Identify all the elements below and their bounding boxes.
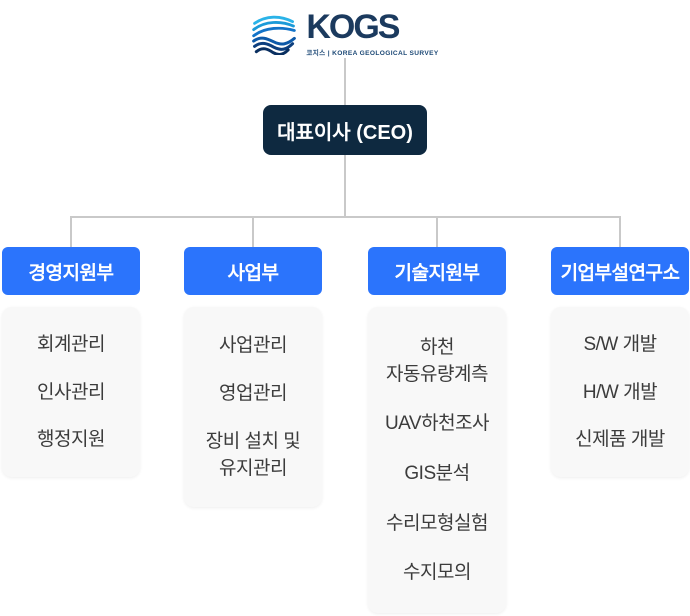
- dept-function-item: UAV하천조사: [384, 413, 490, 435]
- dept-column-business: 사업부 사업관리 영업관리 장비 설치 및 유지관리: [184, 247, 322, 507]
- dept-function-item: 사업관리: [219, 335, 287, 356]
- dept-function-item: 하천 자동유량계측: [386, 336, 488, 385]
- kogs-logo: KOGS 코지스 | KOREA GEOLOGICAL SURVEY: [0, 10, 690, 57]
- dept-function-item: GIS분석: [404, 462, 470, 484]
- connector-drop-3: [436, 216, 438, 247]
- wave-lines-logo-icon: [252, 15, 297, 55]
- dept-panel-technical-support: 하천 자동유량계측 UAV하천조사 GIS분석 수리모형실험 수지모의: [368, 307, 506, 613]
- connector-horizontal: [70, 216, 621, 218]
- connector-drop-2: [252, 216, 254, 247]
- dept-function-item: 수리모형실험: [386, 512, 488, 534]
- dept-panel-research-institute: S/W 개발 H/W 개발 신제품 개발: [551, 307, 689, 477]
- logo-text: KOGS 코지스 | KOREA GEOLOGICAL SURVEY: [306, 10, 438, 57]
- dept-function-item: H/W 개발: [582, 381, 658, 403]
- dept-function-item: 영업관리: [219, 383, 287, 404]
- connector-drop-4: [619, 216, 621, 247]
- dept-function-item: 행정지원: [37, 428, 105, 450]
- dept-function-item: 인사관리: [37, 381, 105, 403]
- ceo-node: 대표이사 (CEO): [263, 105, 427, 155]
- connector-ceo-trunk: [344, 155, 346, 217]
- dept-column-research-institute: 기업부설연구소 S/W 개발 H/W 개발 신제품 개발: [551, 247, 689, 477]
- dept-column-technical-support: 기술지원부 하천 자동유량계측 UAV하천조사 GIS분석 수리모형실험 수지모…: [368, 247, 506, 613]
- dept-function-item: 신제품 개발: [575, 428, 665, 450]
- dept-node-research-institute: 기업부설연구소: [551, 247, 689, 295]
- dept-function-item: S/W 개발: [583, 334, 657, 356]
- dept-panel-management-support: 회계관리 인사관리 행정지원: [2, 307, 140, 477]
- dept-column-management-support: 경영지원부 회계관리 인사관리 행정지원: [2, 247, 140, 477]
- logo-name: KOGS: [306, 8, 400, 46]
- dept-node-business: 사업부: [184, 247, 322, 295]
- ceo-label: 대표이사 (CEO): [277, 121, 413, 144]
- dept-node-management-support: 경영지원부: [2, 247, 140, 295]
- logo-subtitle: 코지스 | KOREA GEOLOGICAL SURVEY: [306, 50, 439, 57]
- dept-function-item: 수지모의: [403, 562, 471, 584]
- dept-panel-business: 사업관리 영업관리 장비 설치 및 유지관리: [184, 307, 322, 507]
- dept-node-technical-support: 기술지원부: [368, 247, 506, 295]
- dept-function-item: 장비 설치 및 유지관리: [205, 431, 301, 479]
- dept-function-item: 회계관리: [37, 334, 105, 356]
- connector-logo-ceo: [344, 58, 346, 105]
- connector-drop-1: [70, 216, 72, 247]
